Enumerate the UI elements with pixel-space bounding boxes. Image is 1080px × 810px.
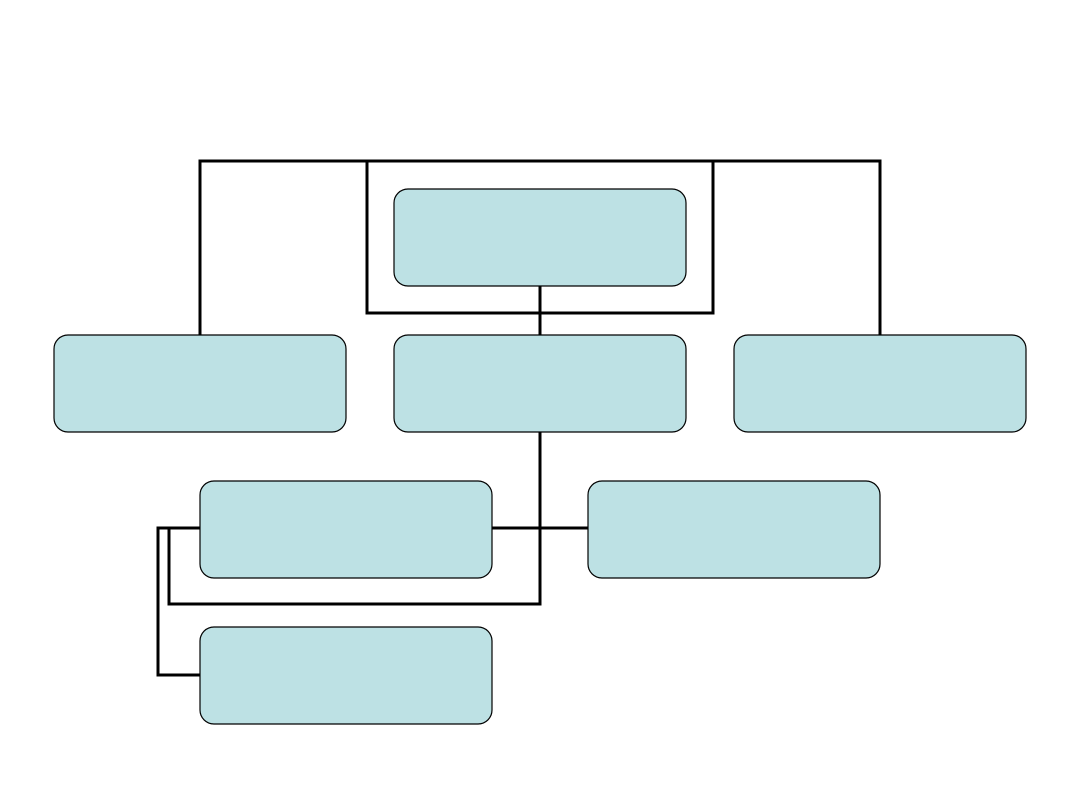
- node-sub-left[interactable]: [199, 480, 493, 579]
- node-center[interactable]: [393, 334, 687, 433]
- node-top[interactable]: [393, 188, 687, 287]
- connector-sub-left-to-sub-bottom: [156, 526, 202, 677]
- node-right[interactable]: [733, 334, 1027, 433]
- connectors: [156, 159, 882, 677]
- node-sub-bottom[interactable]: [199, 626, 493, 725]
- connector-top-to-left-right: [198, 159, 882, 335]
- nodes: [53, 188, 1027, 725]
- node-sub-right[interactable]: [587, 480, 881, 579]
- node-left[interactable]: [53, 334, 347, 433]
